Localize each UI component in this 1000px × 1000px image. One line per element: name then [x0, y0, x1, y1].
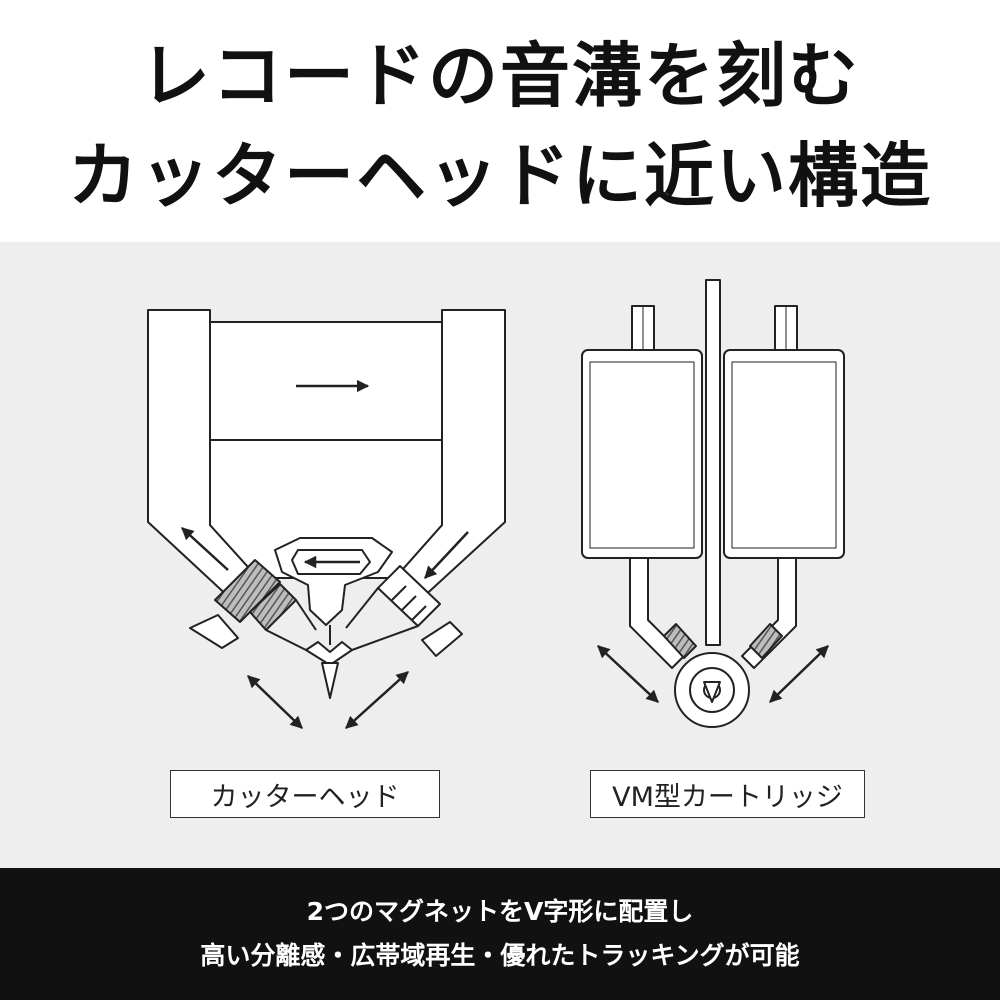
cutter-right-coil: [377, 565, 441, 627]
vm-cartridge-label: VM型カートリッジ: [590, 770, 865, 818]
vm-stylus-tip: [703, 681, 721, 703]
cutter-head-diagram: [147, 309, 506, 699]
footer-banner: 2つのマグネットをV字形に配置し 高い分離感・広帯域再生・優れたトラッキングが可…: [0, 868, 1000, 1000]
vm-right-leg: [741, 557, 797, 669]
cutter-stylus: [305, 641, 353, 666]
cutter-left-force-arrow: [181, 527, 229, 571]
vm-left-leg: [629, 557, 685, 669]
vm-cartridge-diagram: [581, 279, 845, 728]
vm-arrows: [597, 645, 829, 703]
comparison-diagram: [147, 279, 845, 729]
cutter-arrows: [181, 379, 469, 729]
vm-right-motion-arrow: [769, 645, 829, 703]
vm-right-coil: [723, 349, 845, 559]
vm-left-magnet: [663, 623, 697, 659]
vm-left-coil: [581, 349, 703, 559]
cutter-left-coil: [214, 559, 281, 623]
cutter-head-label: カッターヘッド: [170, 770, 440, 818]
cutter-right-motion-arrow: [345, 671, 409, 729]
cutter-stylus-tip: [321, 662, 339, 699]
headline-line-2: カッターヘッドに近い構造: [68, 135, 932, 217]
footer-line-2: 高い分離感・広帯域再生・優れたトラッキングが可能: [200, 941, 800, 970]
footer-line-1: 2つのマグネットをV字形に配置し: [306, 897, 694, 926]
cutter-head-drive-frame: [274, 537, 393, 626]
cutter-left-motion-arrow: [247, 675, 303, 729]
vm-center-shaft: [705, 279, 721, 646]
headline: レコードの音溝を刻む カッターヘッドに近い構造: [0, 26, 1000, 226]
vm-left-motion-arrow: [597, 645, 659, 703]
cutter-right-force-arrow: [424, 531, 469, 579]
vm-right-magnet: [749, 623, 783, 659]
cutter-left-foot: [189, 614, 239, 649]
headline-line-1: レコードの音溝を刻む: [140, 35, 860, 117]
cutter-head-upper-block: [209, 321, 443, 441]
cutter-right-foot: [421, 621, 463, 657]
